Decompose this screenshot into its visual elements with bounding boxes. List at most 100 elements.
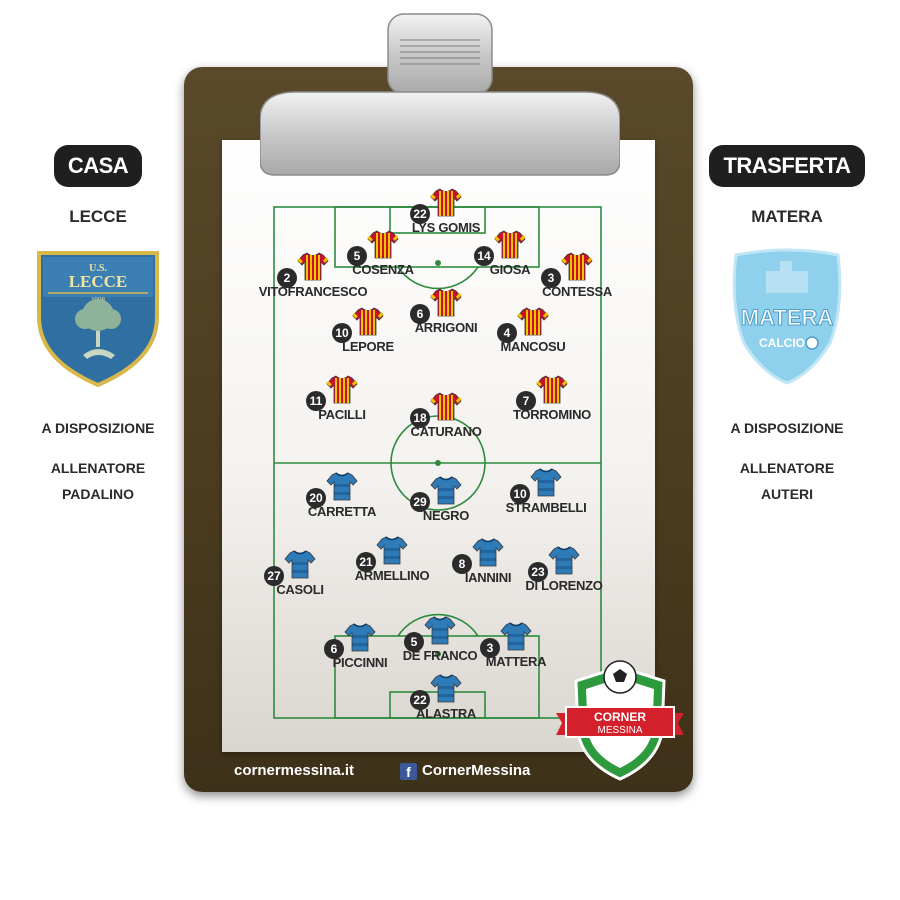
player-number: 20 — [306, 488, 326, 508]
player-number: 2 — [277, 268, 297, 288]
player-name: ARMELLINO — [354, 568, 430, 583]
player-name: CONTESSA — [542, 284, 612, 299]
home-shirt-icon — [430, 288, 462, 317]
away-shirt-icon — [284, 550, 316, 579]
away-shirt-icon — [376, 536, 408, 565]
crest-text-calcio: CALCIO — [759, 336, 805, 350]
player-number: 5 — [347, 246, 367, 266]
player-number: 6 — [324, 639, 344, 659]
home-badge: CASA — [53, 145, 143, 187]
player-name: MANCOSU — [500, 339, 566, 354]
player-number: 10 — [510, 484, 530, 504]
away-shirt-icon — [326, 472, 358, 501]
player-number: 29 — [410, 492, 430, 512]
home-shirt-icon — [517, 307, 549, 336]
away-shirt-icon — [472, 538, 504, 567]
player-number: 22 — [410, 204, 430, 224]
away-coach-label: ALLENATORE — [739, 460, 835, 476]
player-number: 21 — [356, 552, 376, 572]
away-shirt-icon — [430, 476, 462, 505]
home-shirt-icon — [561, 252, 593, 281]
clipboard-clip-icon — [260, 13, 620, 176]
home-shirt-icon — [494, 230, 526, 259]
player-number: 5 — [404, 632, 424, 652]
player-number: 18 — [410, 408, 430, 428]
footer-website[interactable]: cornermessina.it — [234, 762, 355, 779]
home-coach-name: PADALINO — [61, 486, 135, 502]
player-name: GIOSA — [489, 262, 531, 277]
home-shirt-icon — [430, 392, 462, 421]
player-name: DI LORENZO — [525, 578, 603, 593]
player-number: 10 — [332, 323, 352, 343]
home-shirt-icon — [430, 188, 462, 217]
player-name: COSENZA — [352, 262, 414, 277]
top-penalty-arc — [397, 266, 479, 290]
player-number: 23 — [528, 562, 548, 582]
crest-text-us: U.S. — [89, 263, 107, 274]
home-shirt-icon — [367, 230, 399, 259]
away-shirt-icon — [424, 616, 456, 645]
away-shirt-icon — [344, 623, 376, 652]
player-name: LEPORE — [342, 339, 394, 354]
home-team-panel: CASA LECCE U.S. LECCE 1908 A DISPOSIZION… — [8, 145, 188, 507]
player-name: IANNINI — [464, 570, 512, 585]
player-name: CASOLI — [276, 582, 324, 597]
player-name: ARRIGONI — [414, 320, 478, 335]
bottom-penalty-arc — [397, 613, 479, 637]
player-name: TORROMINO — [513, 407, 591, 422]
bottom-penalty-spot — [434, 650, 441, 657]
player-name: ALASTRA — [415, 706, 476, 721]
away-badge: TRASFERTA — [709, 145, 865, 187]
player-number: 3 — [480, 638, 500, 658]
player-number: 11 — [306, 391, 326, 411]
crest-text-lecce: LECCE — [69, 272, 128, 291]
logo-text-corner: CORNER — [594, 710, 646, 724]
home-bench-label: A DISPOSIZIONE — [41, 420, 155, 436]
lecce-crest-icon: U.S. LECCE 1908 — [37, 251, 159, 387]
away-shirt-icon — [548, 546, 580, 575]
footer-facebook-page: CornerMessina — [422, 762, 531, 779]
top-penalty-spot — [434, 259, 441, 266]
away-shirt-icon — [430, 674, 462, 703]
bottom-goal-box — [389, 691, 486, 719]
footer-facebook[interactable]: f CornerMessina — [400, 762, 530, 780]
home-shirt-icon — [352, 307, 384, 336]
away-bench-label: A DISPOSIZIONE — [730, 420, 844, 436]
player-number: 8 — [452, 554, 472, 574]
player-number: 22 — [410, 690, 430, 710]
player-number: 27 — [264, 566, 284, 586]
center-spot — [434, 459, 441, 466]
corner-messina-logo: CORNER MESSINA — [556, 660, 684, 781]
home-shirt-icon — [297, 252, 329, 281]
player-number: 4 — [497, 323, 517, 343]
crest-text-matera: MATERA — [741, 305, 834, 330]
player-number: 7 — [516, 391, 536, 411]
player-name: CATURANO — [410, 424, 482, 439]
away-shirt-icon — [500, 622, 532, 651]
away-team-name: MATERA — [751, 207, 823, 226]
player-name: NEGRO — [422, 508, 470, 523]
top-goal-box — [389, 206, 486, 234]
home-shirt-icon — [326, 375, 358, 404]
player-name: MATTERA — [485, 654, 547, 669]
logo-text-messina: MESSINA — [597, 725, 642, 736]
away-shirt-icon — [530, 468, 562, 497]
facebook-icon: f — [400, 763, 417, 780]
player-number: 6 — [410, 304, 430, 324]
away-team-panel: TRASFERTA MATERA MATERA CALCIO A DISPOSI… — [697, 145, 877, 507]
home-coach-label: ALLENATORE — [50, 460, 146, 476]
player-number: 3 — [541, 268, 561, 288]
player-name: LYS GOMIS — [411, 220, 481, 235]
player-name: DE FRANCO — [402, 648, 478, 663]
player-name: CARRETTA — [307, 504, 377, 519]
home-team-name: LECCE — [69, 207, 127, 226]
away-coach-name: AUTERI — [760, 486, 814, 502]
player-name: VITOFRANCESCO — [258, 284, 368, 299]
player-name: PACILLI — [318, 407, 366, 422]
player-name: PICCINNI — [332, 655, 388, 670]
player-number: 14 — [474, 246, 494, 266]
player-name: STRAMBELLI — [505, 500, 587, 515]
home-shirt-icon — [536, 375, 568, 404]
matera-crest-icon: MATERA CALCIO — [732, 248, 842, 385]
clipboard-paper — [222, 140, 655, 752]
